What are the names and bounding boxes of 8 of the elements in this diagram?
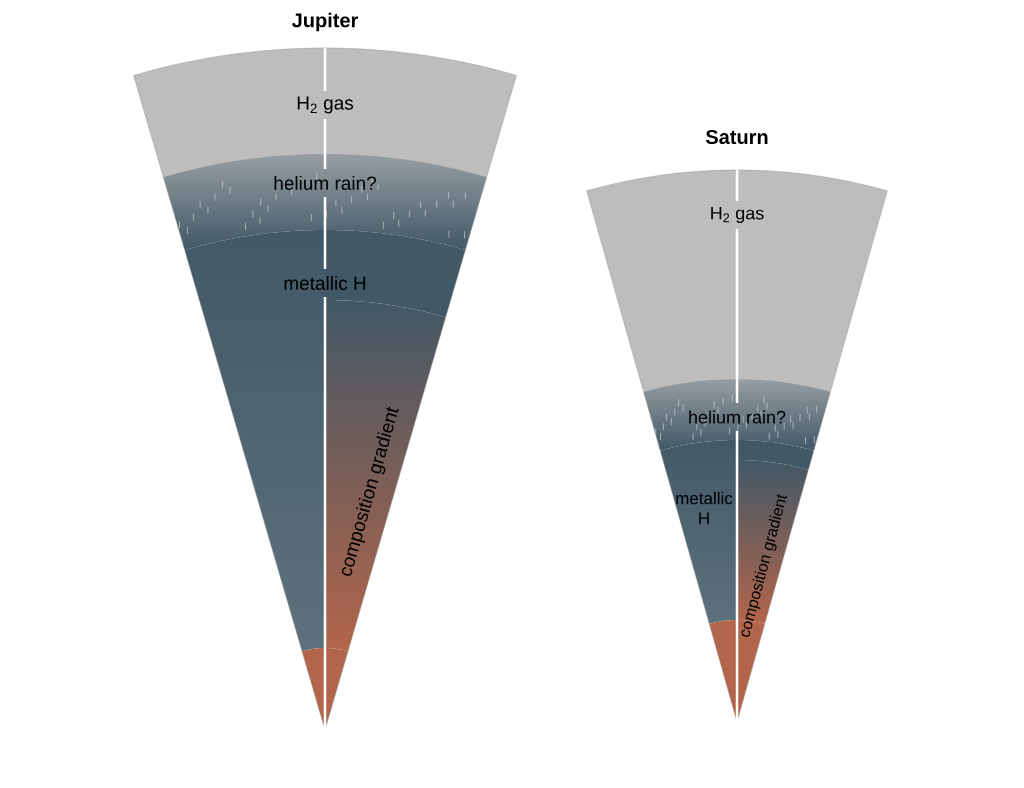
layer-label: H$_{2}$ gas <box>297 96 354 114</box>
layer-label: helium rain? <box>689 410 786 424</box>
planet-name: Saturn <box>705 129 768 145</box>
layer-label: metallic H <box>284 276 366 290</box>
planet-name: Jupiter <box>291 12 359 32</box>
layer-label: helium rain? <box>274 176 376 190</box>
layer-label: H$_{2}$ gas <box>711 206 764 224</box>
layer-label: metallic H <box>676 491 733 525</box>
